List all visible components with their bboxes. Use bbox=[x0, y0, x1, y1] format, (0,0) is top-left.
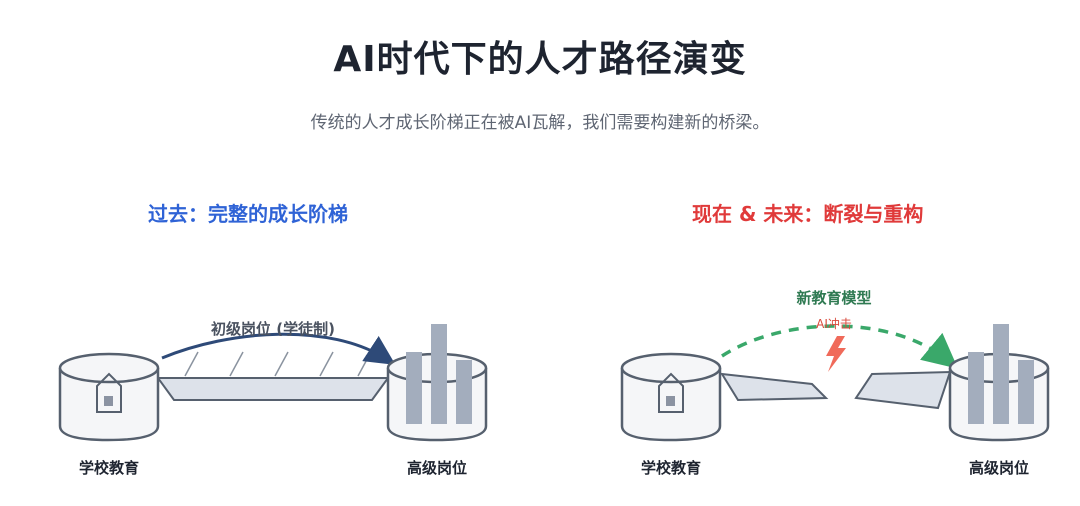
past-career-label: 高级岗位 bbox=[407, 459, 467, 477]
past-diagram: 初级岗位 (学徒制) 学校教育 高 bbox=[58, 320, 488, 477]
new-model-arrow bbox=[721, 324, 959, 369]
past-school-node bbox=[58, 352, 160, 442]
now-school-label: 学校教育 bbox=[641, 459, 701, 477]
past-growth-arrow bbox=[161, 332, 396, 365]
broken-bridge-left bbox=[720, 372, 829, 402]
now-school-node bbox=[620, 352, 722, 442]
apprenticeship-bridge bbox=[156, 351, 390, 401]
past-career-node bbox=[386, 324, 488, 442]
school-building-icon bbox=[658, 372, 684, 413]
bar-chart-icon bbox=[968, 324, 1034, 424]
page-subtitle: 传统的人才成长阶梯正在被AI瓦解，我们需要构建新的桥梁。 bbox=[310, 113, 770, 133]
past-heading: 过去：完整的成长阶梯 bbox=[148, 202, 348, 226]
bar-chart-icon bbox=[406, 324, 472, 424]
broken-bridge-right bbox=[854, 370, 952, 410]
now-career-node bbox=[948, 324, 1050, 442]
school-building-icon bbox=[96, 372, 122, 413]
new-model-label: 新教育模型 bbox=[796, 289, 871, 307]
page-title: AI时代下的人才路径演变 bbox=[333, 39, 747, 80]
bridge-label: 初级岗位 (学徒制) bbox=[211, 320, 335, 338]
now-diagram: 新教育模型 AI冲击 学校教育 bbox=[620, 289, 1050, 477]
past-school-label: 学校教育 bbox=[79, 459, 139, 477]
now-heading: 现在 & 未来：断裂与重构 bbox=[692, 202, 924, 226]
impact-label: AI冲击 bbox=[816, 316, 852, 331]
now-career-label: 高级岗位 bbox=[969, 459, 1029, 477]
lightning-bolt-icon bbox=[826, 336, 846, 372]
